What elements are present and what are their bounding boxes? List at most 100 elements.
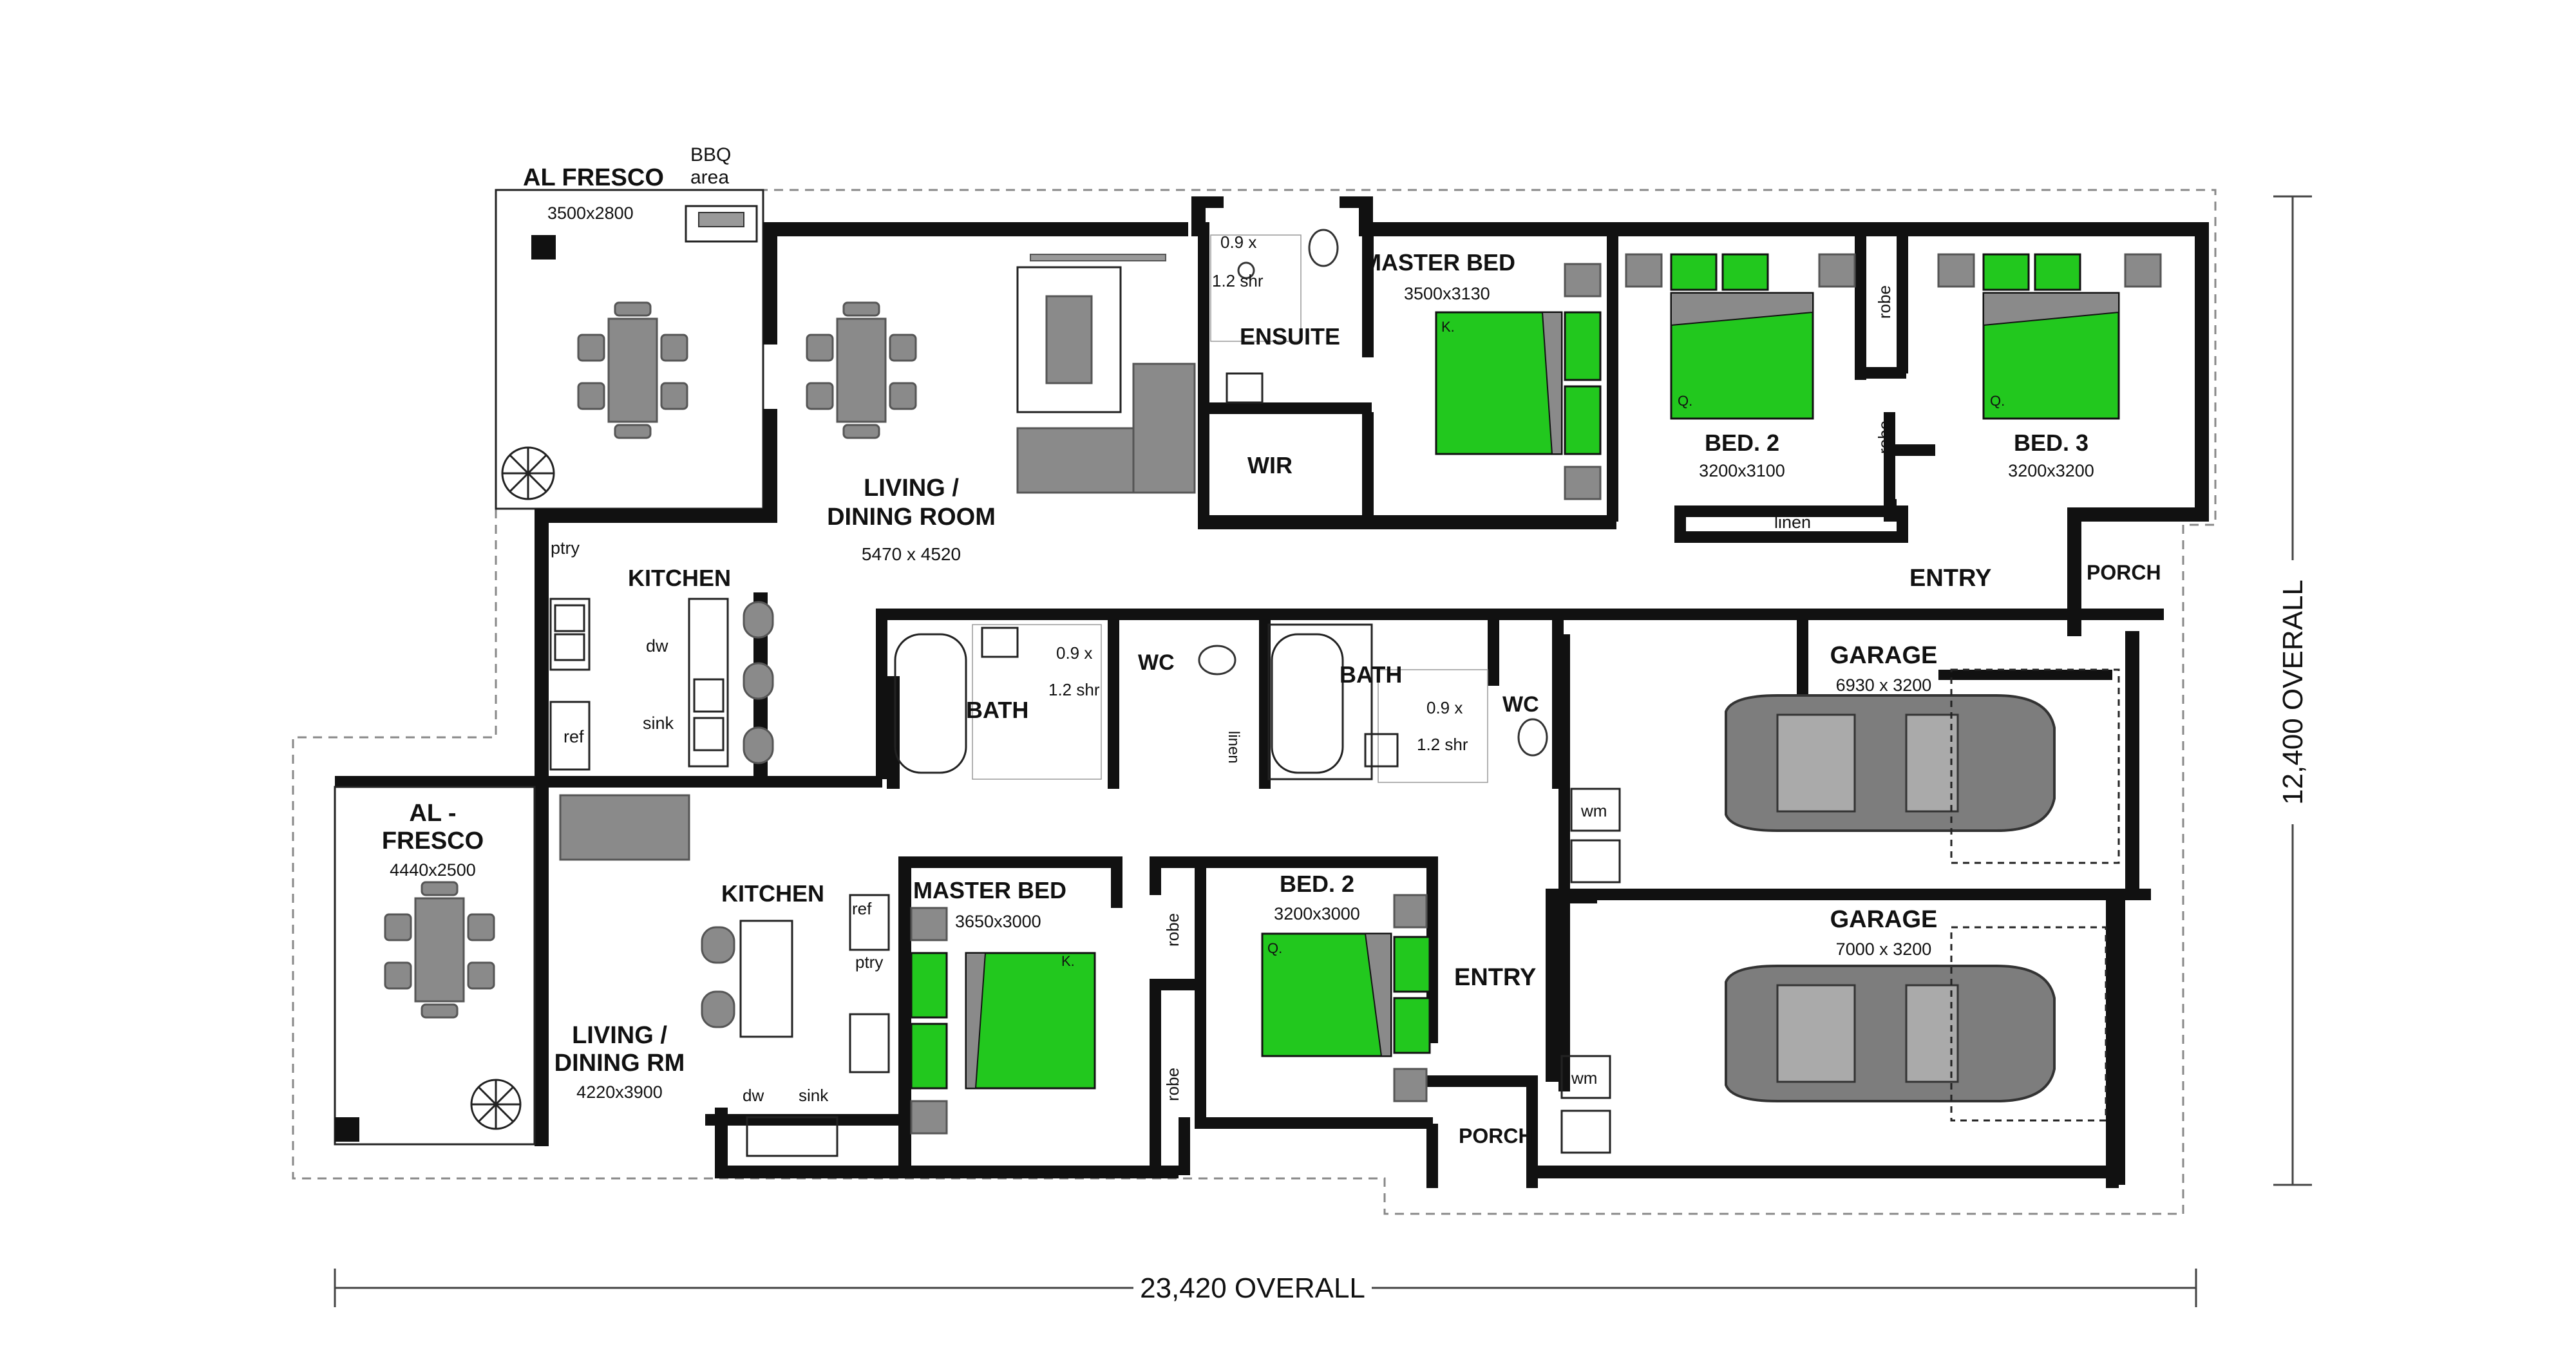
living-a-furniture	[806, 254, 1196, 494]
bed2-b	[1261, 894, 1431, 1102]
living-b-label-1: LIVING /	[572, 1022, 667, 1049]
al-fresco-b-area	[334, 786, 536, 1146]
living-a-label-1: LIVING /	[864, 475, 959, 502]
bath-b-shr-2: 1.2 shr	[1417, 735, 1468, 754]
wc-b-label: WC	[1502, 692, 1539, 717]
porch-a-label: PORCH	[2087, 561, 2161, 584]
bbq-area-label: area	[690, 167, 729, 188]
wc-a-label: WC	[1138, 650, 1175, 675]
plant-icon-a	[501, 446, 555, 500]
bbq-unit	[685, 205, 758, 243]
bath-b-label: BATH	[1340, 661, 1402, 688]
robe-a-1: robe	[1875, 285, 1894, 319]
al-fresco-a-table	[577, 301, 688, 439]
ensuite-shr-2: 1.2 shr	[1212, 271, 1264, 290]
tub-b	[1560, 1110, 1611, 1154]
bed2-a-q: Q.	[1678, 393, 1692, 409]
overall-width-label: 23,420 OVERALL	[1140, 1272, 1365, 1304]
entry-b-label: ENTRY	[1454, 964, 1536, 991]
linen-a2-label: linen	[1225, 731, 1242, 764]
bbq-grill	[698, 212, 744, 227]
car-icon-a	[1725, 694, 2056, 832]
robe-a-2: robe	[1875, 420, 1894, 454]
al-fresco-a-post	[531, 235, 556, 260]
bed2-b-size: 3200x3000	[1274, 904, 1360, 923]
dw-a-label: dw	[646, 636, 668, 656]
master-bed-a	[1435, 263, 1602, 500]
al-fresco-a-label: AL FRESCO	[523, 164, 664, 191]
living-b-label-2: DINING RM	[554, 1050, 685, 1077]
sink-b-label: sink	[799, 1086, 829, 1105]
master-b-size: 3650x3000	[955, 912, 1041, 931]
bed2-a-label: BED. 2	[1705, 430, 1779, 456]
bed3-a-q: Q.	[1990, 393, 2005, 409]
wm-a	[1570, 788, 1621, 832]
site-boundary	[292, 189, 2217, 1215]
wm-b	[1560, 1055, 1611, 1099]
master-b-k: K.	[1061, 953, 1075, 969]
ptry-b-label: ptry	[855, 952, 883, 972]
overall-width-dimension	[334, 1269, 2197, 1307]
bed2-a	[1625, 253, 1856, 420]
master-b-label: MASTER BED	[913, 877, 1066, 903]
master-a-label: MASTER BED	[1362, 249, 1515, 276]
al-fresco-b-size: 4440x2500	[390, 860, 476, 880]
tub-a	[1570, 839, 1621, 883]
ptry-a-label: ptry	[551, 538, 580, 558]
bed2-b-label: BED. 2	[1280, 871, 1354, 897]
al-fresco-b-label-2: FRESCO	[382, 827, 484, 855]
plant-icon-b	[470, 1079, 522, 1130]
master-bed-b	[910, 907, 1096, 1135]
garage-a-label: GARAGE	[1830, 642, 1938, 669]
bed2-a-size: 3200x3100	[1699, 461, 1785, 480]
robe-b-1: robe	[1163, 913, 1182, 947]
overall-height-label: 12,400 OVERALL	[2277, 580, 2309, 805]
dw-b-label: dw	[743, 1086, 764, 1105]
master-a-k: K.	[1441, 319, 1455, 335]
al-fresco-b-label-1: AL -	[409, 800, 456, 827]
bath-b-shr-1: 0.9 x	[1426, 698, 1463, 717]
garage-a-door-swing	[1950, 668, 2120, 864]
garage-b-label: GARAGE	[1830, 906, 1938, 933]
entry-a-label: ENTRY	[1909, 565, 1991, 592]
ref-a-label: ref	[564, 727, 584, 746]
wir-label: WIR	[1247, 452, 1293, 478]
robe-b-2: robe	[1163, 1068, 1182, 1101]
al-fresco-a-size: 3500x2800	[547, 203, 634, 223]
bbq-label: BBQ	[690, 144, 731, 165]
garage-b-size: 7000 x 3200	[1836, 940, 1932, 959]
bath-a-fixtures	[894, 623, 1548, 783]
bath-a-shr-2: 1.2 shr	[1048, 680, 1100, 699]
linen-a-label: linen	[1774, 513, 1811, 532]
toilet-icon	[1308, 229, 1339, 267]
al-fresco-b-post	[335, 1117, 359, 1142]
living-a-label-2: DINING ROOM	[827, 504, 996, 531]
unit-a-walls	[535, 196, 2209, 1188]
ensuite-shr-1: 0.9 x	[1220, 232, 1256, 252]
master-a-size: 3500x3130	[1404, 284, 1490, 303]
ensuite-vanity	[1226, 372, 1264, 404]
sink-a-label: sink	[643, 713, 674, 733]
car-icon-b	[1725, 965, 2056, 1102]
al-fresco-b-table	[384, 881, 495, 1019]
unit-b-walls	[335, 776, 2119, 1188]
living-b-size: 4220x3900	[576, 1082, 663, 1102]
ensuite-a-shower	[1210, 234, 1302, 342]
ref-b-label: ref	[852, 899, 872, 918]
bed3-a-size: 3200x3200	[2008, 461, 2094, 480]
bed3-a-label: BED. 3	[2014, 430, 2088, 456]
bath-a-label: BATH	[966, 697, 1028, 723]
kitchen-b-label: KITCHEN	[721, 880, 824, 907]
kitchen-a-label: KITCHEN	[628, 565, 731, 591]
ensuite-label: ENSUITE	[1240, 323, 1340, 350]
wm-b-label: wm	[1571, 1068, 1597, 1088]
garage-a-size: 6930 x 3200	[1836, 675, 1932, 695]
bed2-b-q: Q.	[1267, 940, 1282, 956]
bath-a-shr-1: 0.9 x	[1056, 643, 1092, 663]
living-b-furniture	[559, 794, 890, 1157]
overall-height-dimension	[2273, 195, 2312, 1186]
porch-b-label: PORCH	[1459, 1124, 1533, 1148]
wm-a-label: wm	[1580, 801, 1607, 820]
kitchen-a-fixtures	[549, 598, 774, 771]
